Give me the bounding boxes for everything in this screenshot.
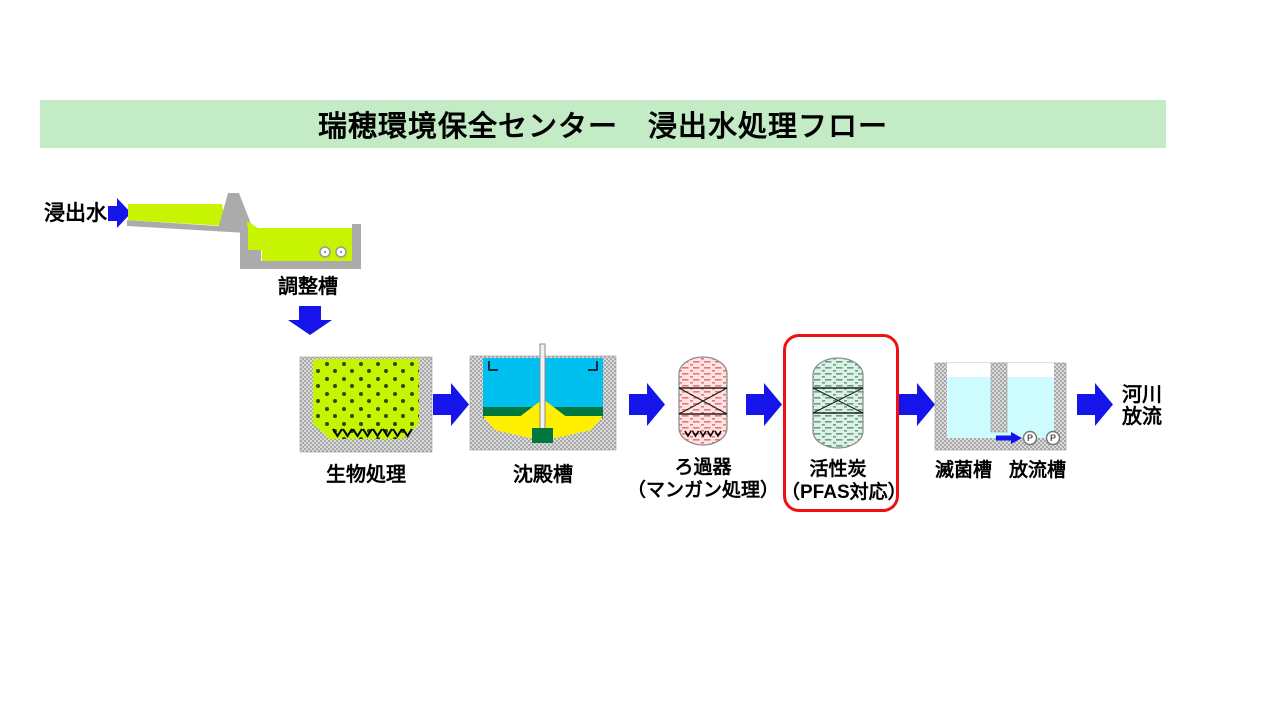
flow-arrow-right-icon [1077,383,1113,426]
aerator-dot [323,250,327,254]
sterilization-tank-label: 滅菌槽 [935,460,993,481]
channel-liquid [128,204,226,226]
river-discharge-label: 河川 放流 [1122,384,1162,428]
pump-icon [1022,430,1038,446]
activated-carbon-label-line2: （PFAS対応） [781,482,907,503]
basin-bottom [240,261,361,269]
inflow-arrow-icon [108,198,131,228]
sedimentation-tank-graphic [469,343,617,451]
overflow-notch [488,361,498,371]
aerator-dot [339,250,343,254]
flow-arrow-right-icon [629,383,665,426]
river-label-line2: 放流 [1122,406,1162,428]
adjustment-tank-label: 調整槽 [278,276,338,298]
partition-wall [990,362,1008,433]
nozzle-marks [684,430,722,438]
media-cross [812,387,864,414]
sterilization-discharge-labels: 滅菌槽 放流槽 [935,455,1066,482]
flow-arrow-down-icon [288,306,332,335]
filter-label: ろ過器 （マンガン処理） [613,456,793,502]
pump-icon [1045,430,1061,446]
flow-arrow-right-icon [433,383,469,426]
sedimentation-tank-label: 沈殿槽 [513,464,573,486]
biological-treatment-tank-graphic [299,356,433,453]
underflow-arrowhead [1011,432,1022,444]
pump-label: P [1027,433,1033,443]
biological-treatment-label: 生物処理 [326,464,406,486]
basin-step [248,250,261,263]
inflow-label: 浸出水 [44,202,107,225]
activated-carbon-vessel-graphic [812,357,864,449]
basin-left-wall [240,227,248,263]
vessel-body [812,357,864,449]
diffuser-marks [332,428,413,438]
basin-right-wall [352,224,361,269]
filter-label-line1: ろ過器 [674,457,732,478]
overflow-notch [588,361,598,371]
channel-floor [127,220,247,233]
filter-vessel-graphic [678,356,728,446]
filter-label-line2: （マンガン処理） [626,480,779,501]
pump-label: P [1050,433,1056,443]
sludge-hopper [532,428,553,443]
adjustment-tank-graphic [127,193,361,269]
river-label-line1: 河川 [1122,384,1162,406]
flow-arrow-right-icon [746,383,782,426]
flow-arrow-right-icon [899,383,935,426]
discharge-tank-label: 放流槽 [1008,460,1066,481]
page-title: 瑞穂環境保全センター 浸出水処理フロー [317,111,888,143]
title-banner: 瑞穂環境保全センター 浸出水処理フロー [40,100,1166,148]
media-cross [678,387,728,415]
activated-carbon-label: 活性炭 （PFAS対応） [781,458,907,504]
stirrer-shaft [539,343,546,433]
weir [218,193,253,229]
sterilization-discharge-tank-graphic: P P [934,362,1067,451]
activated-carbon-label-line1: 活性炭 [809,459,867,480]
bubble-dots [313,359,419,439]
